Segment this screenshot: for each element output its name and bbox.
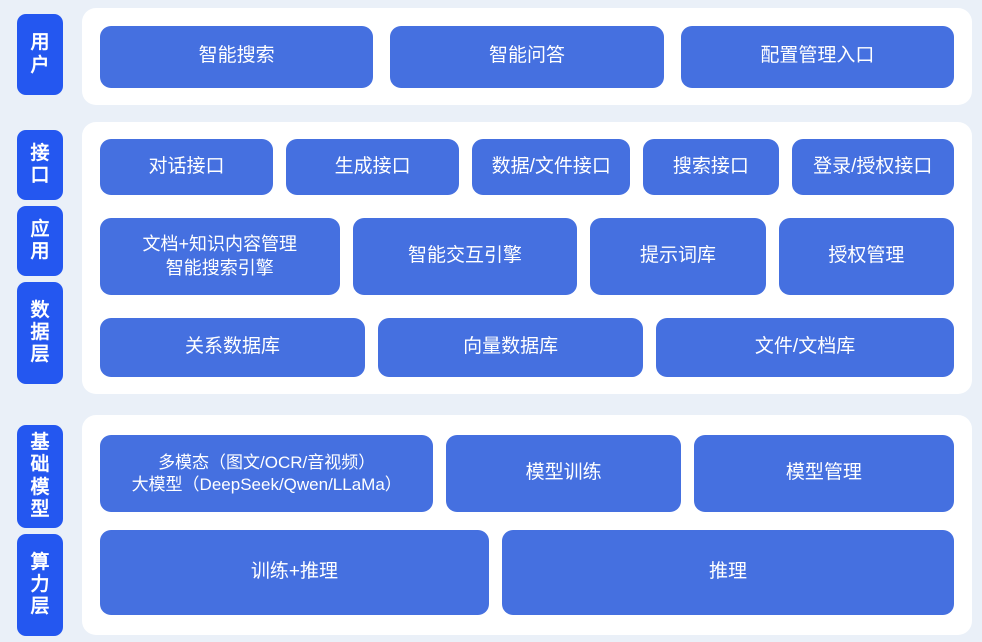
card-training-inference[interactable]: 训练+推理 xyxy=(100,530,489,615)
card-model-training[interactable]: 模型训练 xyxy=(446,435,681,512)
tab-foundation-model-label: 基础模型 xyxy=(30,432,50,520)
card-smart-search[interactable]: 智能搜索 xyxy=(100,25,374,88)
card-smart-qa[interactable]: 智能问答 xyxy=(390,25,664,88)
infrastructure-panel: 多模态（图文/OCR/音视频） 大模型（DeepSeek/Qwen/LLaMa）… xyxy=(82,415,972,635)
tab-data-layer-label: 数据层 xyxy=(30,299,50,366)
tab-interface-label: 接口 xyxy=(30,142,50,186)
tab-application-label: 应用 xyxy=(30,218,50,262)
card-chat-api[interactable]: 对话接口 xyxy=(100,139,274,195)
card-multimodal-llm[interactable]: 多模态（图文/OCR/音视频） 大模型（DeepSeek/Qwen/LLaMa） xyxy=(100,435,434,512)
card-smart-interaction-engine[interactable]: 智能交互引擎 xyxy=(352,218,578,295)
card-data-file-api[interactable]: 数据/文件接口 xyxy=(472,139,631,195)
card-relational-database[interactable]: 关系数据库 xyxy=(100,318,366,377)
card-search-api[interactable]: 搜索接口 xyxy=(643,139,779,195)
tab-interface[interactable]: 接口 xyxy=(17,130,63,200)
user-tab-column: 用户 xyxy=(17,14,63,95)
platform-tab-column: 接口 应用 数据层 xyxy=(17,130,63,384)
interface-row: 对话接口 生成接口 数据/文件接口 搜索接口 登录/授权接口 xyxy=(100,139,955,195)
user-panel: 智能搜索 智能问答 配置管理入口 xyxy=(82,8,972,105)
model-row: 多模态（图文/OCR/音视频） 大模型（DeepSeek/Qwen/LLaMa）… xyxy=(100,435,954,512)
infrastructure-tab-column: 基础模型 算力层 xyxy=(17,425,63,636)
tab-foundation-model[interactable]: 基础模型 xyxy=(17,425,63,528)
card-multimodal-llm-line1: 多模态（图文/OCR/音视频） xyxy=(158,452,376,472)
tab-compute-layer[interactable]: 算力层 xyxy=(17,534,63,636)
data-row: 关系数据库 向量数据库 文件/文档库 xyxy=(100,318,954,377)
card-doc-knowledge-management[interactable]: 文档+知识内容管理 智能搜索引擎 xyxy=(100,218,340,295)
tab-user[interactable]: 用户 xyxy=(17,14,63,95)
card-doc-knowledge-management-line1: 文档+知识内容管理 xyxy=(142,234,298,255)
tab-compute-layer-label: 算力层 xyxy=(30,551,50,618)
card-generation-api[interactable]: 生成接口 xyxy=(286,139,460,195)
card-file-document-store[interactable]: 文件/文档库 xyxy=(656,318,954,377)
tab-application[interactable]: 应用 xyxy=(17,206,63,276)
tab-data-layer[interactable]: 数据层 xyxy=(17,282,63,384)
card-authorization-management[interactable]: 授权管理 xyxy=(778,218,955,295)
card-prompt-library[interactable]: 提示词库 xyxy=(590,218,766,295)
tab-user-label: 用户 xyxy=(30,32,50,76)
card-inference[interactable]: 推理 xyxy=(501,530,954,615)
card-config-management-entry[interactable]: 配置管理入口 xyxy=(680,25,954,88)
card-model-management[interactable]: 模型管理 xyxy=(693,435,954,512)
card-multimodal-llm-line2: 大模型（DeepSeek/Qwen/LLaMa） xyxy=(131,474,402,494)
compute-row: 训练+推理 推理 xyxy=(100,530,954,615)
user-row: 智能搜索 智能问答 配置管理入口 xyxy=(100,25,954,88)
card-doc-knowledge-management-line2: 智能搜索引擎 xyxy=(165,257,274,278)
card-login-auth-api[interactable]: 登录/授权接口 xyxy=(791,139,955,195)
card-vector-database[interactable]: 向量数据库 xyxy=(378,318,644,377)
application-row: 文档+知识内容管理 智能搜索引擎 智能交互引擎 提示词库 授权管理 xyxy=(100,218,955,295)
platform-panel: 对话接口 生成接口 数据/文件接口 搜索接口 登录/授权接口 文档+知识内容管理… xyxy=(82,122,972,394)
